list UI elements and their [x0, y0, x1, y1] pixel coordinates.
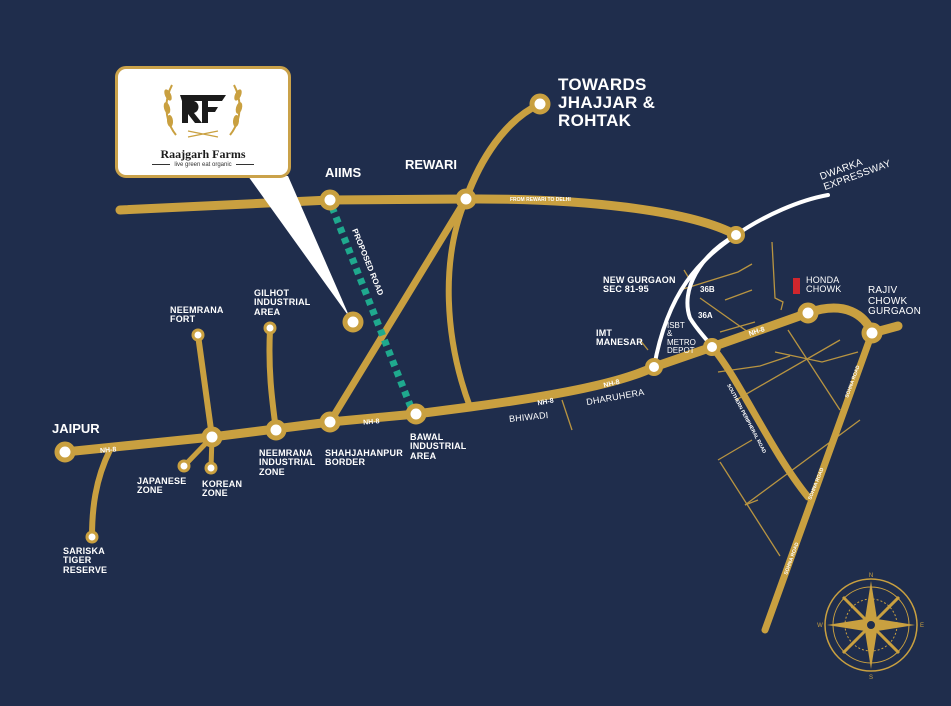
label-shahjahanpur: SHAHJAHANPUR BORDER	[325, 448, 403, 468]
label-bawal: BAWAL INDUSTRIAL AREA	[410, 432, 467, 461]
compass-rose-icon: N S E W	[817, 573, 924, 681]
marker-neemrana-iz	[265, 419, 287, 441]
label-korean-zone: KOREAN ZONE	[202, 479, 243, 499]
label-jaipur: JAIPUR	[52, 421, 100, 436]
marker-jhajjar	[529, 93, 551, 115]
rewari-bawal-road	[445, 196, 473, 410]
compass-n: N	[869, 573, 873, 579]
brand-tagline: live green eat organic	[118, 162, 288, 168]
nh8-label-2: NH-8	[363, 418, 380, 426]
road-to-neemrana-fort	[195, 332, 215, 440]
honda-logo-icon	[793, 278, 800, 294]
nh8-highway	[60, 303, 903, 457]
rewari-delhi-road	[115, 194, 741, 240]
marker-korean-zone	[204, 461, 218, 475]
location-markers	[54, 93, 883, 544]
label-sariska: SARISKA TIGER RESERVE	[63, 546, 108, 575]
brand-logo-card: Raajgarh Farms live green eat organic	[115, 66, 291, 178]
label-gilhot: GILHOT INDUSTRIAL AREA	[254, 288, 311, 317]
marker-rajiv-chowk	[861, 322, 883, 344]
sector-36a-label: 36A	[698, 311, 713, 320]
road-to-sariska	[89, 447, 113, 540]
marker-jaipur	[54, 441, 76, 463]
rf-monogram-with-wheat-icon	[163, 84, 243, 138]
marker-sariska	[85, 530, 99, 544]
marker-neemrana-fort	[191, 328, 205, 342]
proposed-road	[328, 205, 416, 412]
marker-japanese-zone	[177, 459, 191, 473]
southern-peripheral-road	[708, 343, 812, 501]
compass-s: S	[869, 675, 873, 681]
brand-name: Raajgarh Farms	[160, 147, 246, 161]
label-towards-jhajjar: TOWARDS JHAJJAR & ROHTAK	[558, 75, 656, 130]
nh8-label-1: NH-8	[100, 446, 117, 454]
rewari-delhi-label: FROM REWARI TO DELHI	[510, 197, 571, 203]
label-neemrana-fort: NEEMRANA FORT	[170, 305, 224, 325]
label-rajiv-chowk: RAJIV CHOWK GURGAON	[868, 285, 922, 317]
marker-dwarka	[727, 226, 745, 244]
sector-36b-label: 36B	[700, 285, 715, 294]
label-imt-manesar: IMT MANESAR	[596, 328, 643, 348]
sohna-road	[761, 329, 876, 634]
marker-imt-manesar	[645, 358, 663, 376]
marker-honda-chowk	[797, 302, 819, 324]
marker-rewari	[455, 188, 477, 210]
marker-shahjahanpur	[319, 411, 341, 433]
compass-e: E	[920, 623, 924, 629]
marker-farm	[342, 311, 364, 333]
marker-isbt	[703, 338, 721, 356]
label-isbt: ISBT & METRO DEPOT	[667, 321, 696, 356]
main-roads	[60, 100, 903, 634]
label-neemrana-industrial-zone: NEEMRANA INDUSTRIAL ZONE	[259, 448, 316, 477]
label-honda-chowk: HONDA CHOWK	[806, 275, 842, 295]
road-to-gilhot	[266, 327, 279, 433]
label-new-gurgaon: NEW GURGAON SEC 81-95	[603, 275, 676, 295]
logo-pointer	[248, 176, 350, 318]
compass-w: W	[817, 623, 823, 629]
marker-aiims	[319, 189, 341, 211]
nh8-label-5: NH-8	[748, 326, 766, 338]
label-japanese-zone: JAPANESE ZONE	[137, 476, 187, 496]
nh8-label-3: NH-8	[537, 398, 554, 408]
label-rewari: REWARI	[405, 157, 457, 172]
local-road-grid	[561, 241, 861, 557]
marker-bawal	[405, 403, 427, 425]
marker-neemrana-junction	[201, 426, 223, 448]
nh8-label-4: NH-8	[603, 379, 621, 390]
road-to-jhajjar	[326, 100, 544, 426]
marker-gilhot	[263, 321, 277, 335]
label-aiims: AIIMS	[325, 165, 362, 180]
